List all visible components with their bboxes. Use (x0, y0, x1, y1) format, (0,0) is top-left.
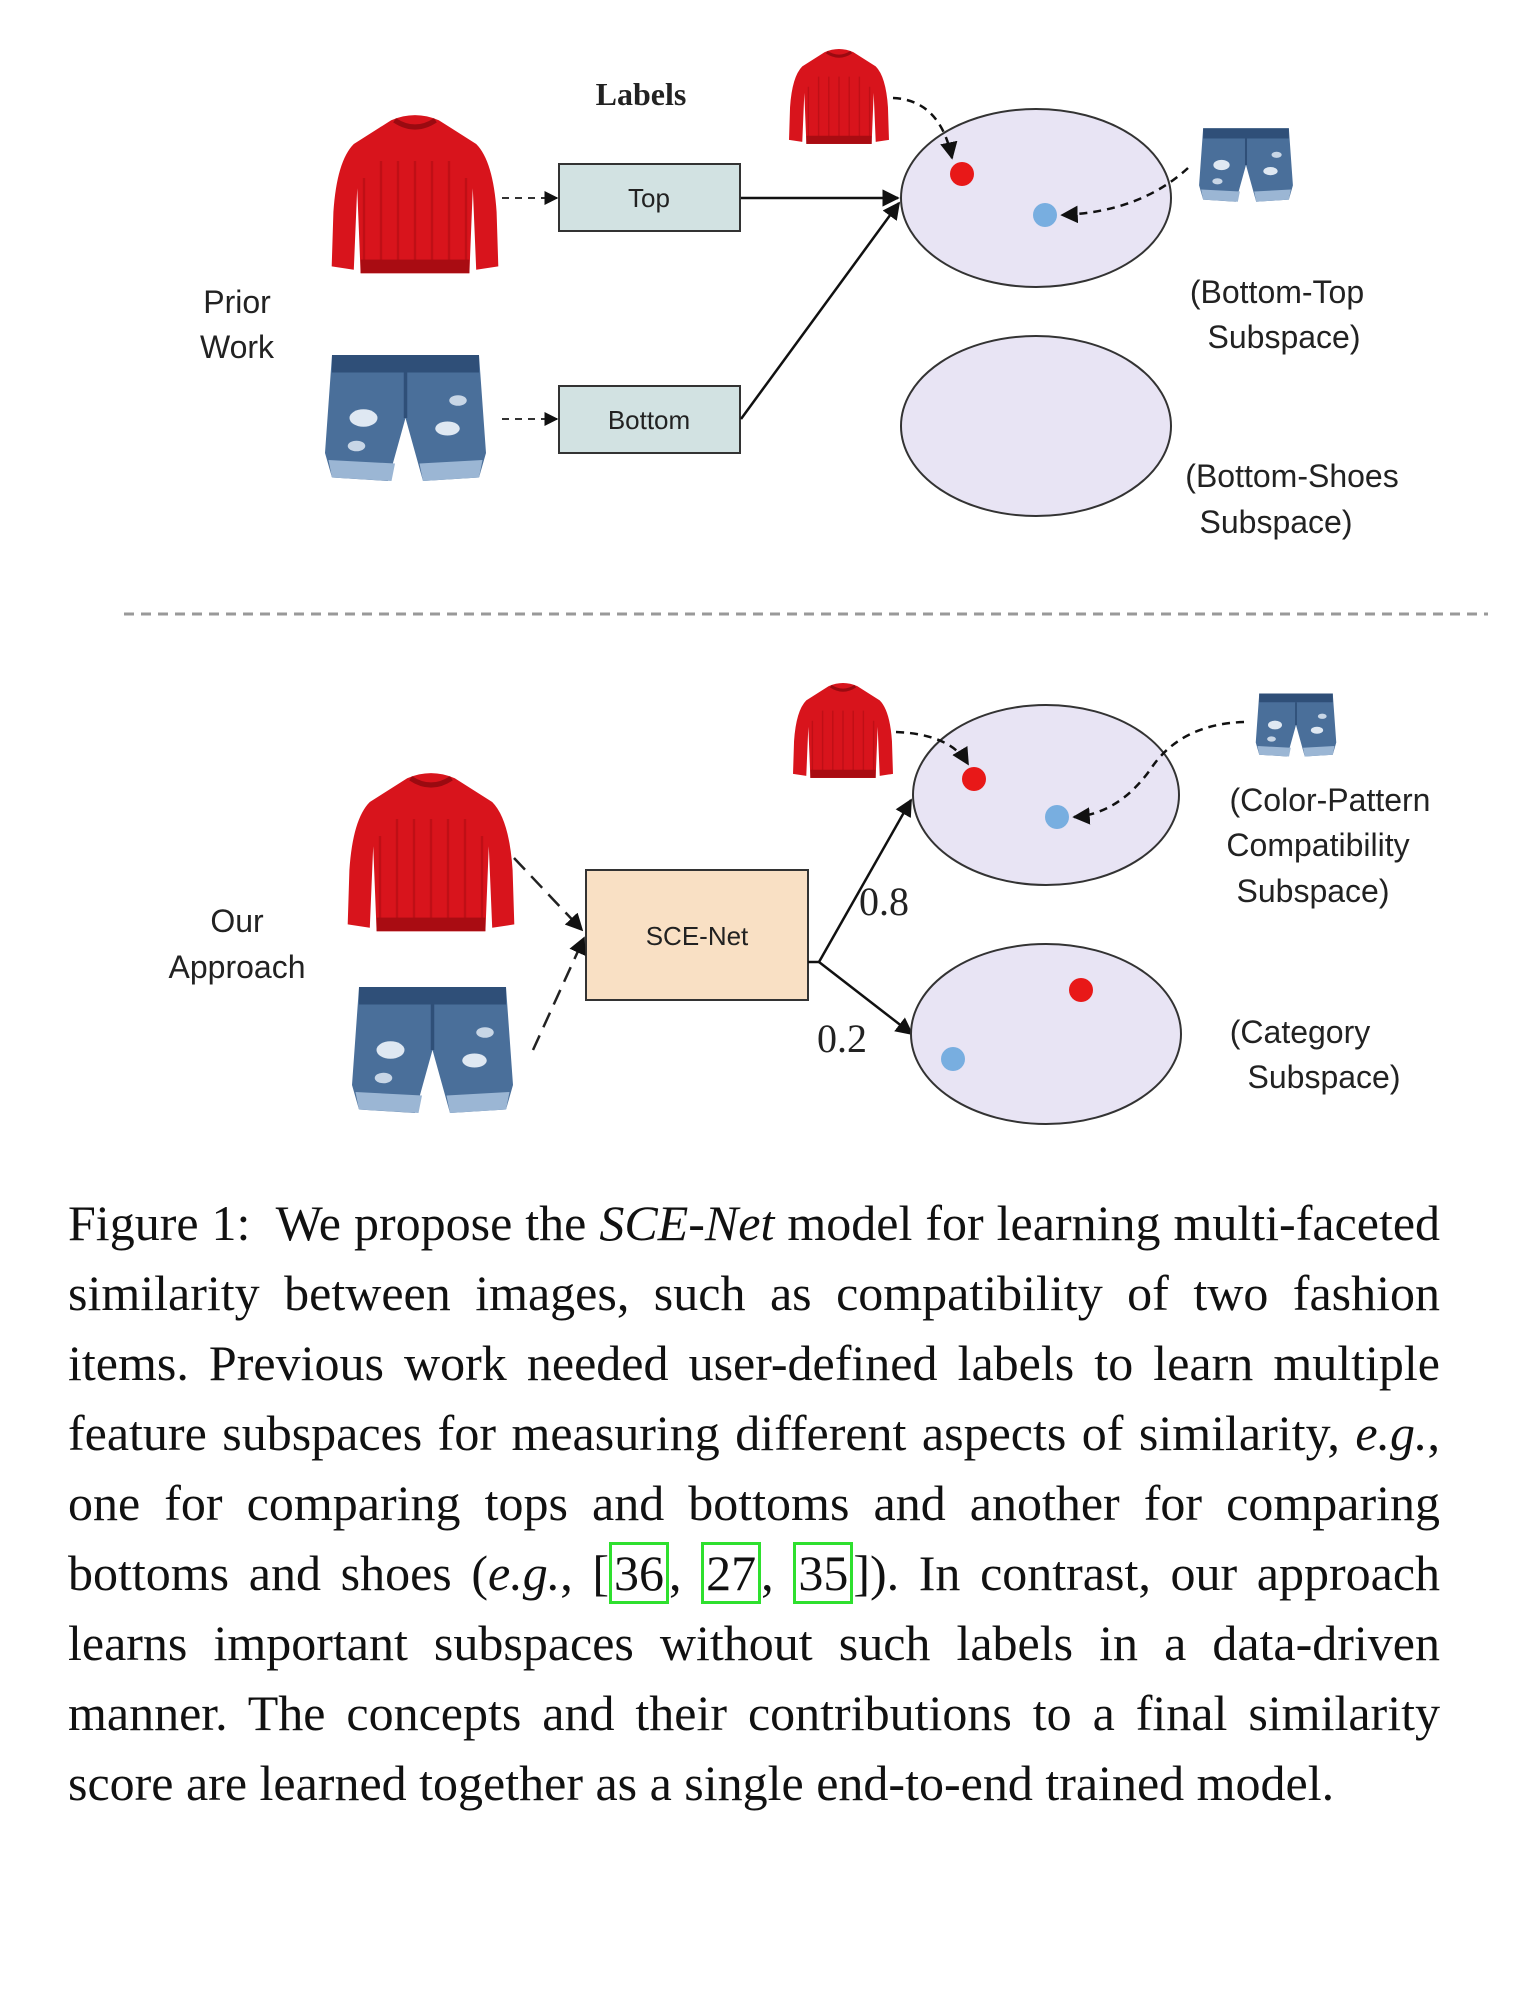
upper-weight-label: 0.8 (859, 879, 909, 924)
category-subspace-label-line2: Subspace) (1248, 1059, 1401, 1095)
caption-model-name: SCE-Net (599, 1195, 775, 1251)
shorts-to-scenet-arrow (531, 936, 586, 1051)
sweater-embedding-arrow-prior (892, 96, 958, 160)
caption-eg-1: e.g. (1355, 1405, 1428, 1461)
lower-weight-label: 0.2 (817, 1016, 867, 1061)
bottom-top-subspace-ellipse (900, 108, 1172, 288)
sce-net-box (585, 869, 809, 1001)
prior-work-label-line2: Work (200, 329, 275, 365)
shorts-thumbnail-prior (1198, 127, 1294, 203)
figure-diagram: Labels Prior Work Top Bottom (Bottom-Top… (124, 47, 1488, 1125)
top-label-box (558, 163, 741, 232)
our-approach-label-line2: Approach (169, 949, 306, 985)
bottom-shoes-subspace-ellipse (900, 335, 1172, 517)
citation-link-35[interactable]: 35 (793, 1542, 854, 1604)
shorts-embedding-arrow-ours (1072, 720, 1245, 825)
scenet-to-lower-subspace-arrow (818, 961, 914, 1036)
color-pattern-subspace-label-line2: Compatibility (1226, 827, 1409, 863)
shorts-embedding-arrow-prior (1060, 167, 1189, 224)
caption-text-2: , one for comparing tops and bottoms and… (68, 1405, 1441, 1601)
caption-figure-number: Figure 1: (68, 1195, 251, 1251)
top-label-text: Top (628, 183, 670, 213)
red-point-ours-lower (1069, 978, 1093, 1002)
our-approach-label-line1: Our (210, 903, 264, 939)
color-pattern-subspace-label-line1: (Color-Pattern (1230, 782, 1431, 818)
blue-point-ours-upper (1045, 805, 1069, 829)
citation-link-27[interactable]: 27 (701, 1542, 762, 1604)
color-pattern-subspace-ellipse (912, 704, 1180, 886)
sweater-thumbnail-ours (792, 681, 894, 780)
red-point-prior (950, 162, 974, 186)
caption-text-1: model for learning multi-faceted similar… (68, 1195, 1441, 1461)
sweater-thumbnail-prior (788, 47, 890, 146)
caption-text-3: , [ (560, 1545, 610, 1601)
blue-point-ours-lower (941, 1047, 965, 1071)
citation-link-36[interactable]: 36 (609, 1542, 670, 1604)
bottom-label-text: Bottom (608, 405, 690, 435)
bottom-shoes-subspace-label-line2: Subspace) (1200, 504, 1353, 540)
red-point-ours-upper (962, 767, 986, 791)
sweater-image-ours (348, 773, 515, 931)
shorts-image-prior (323, 353, 488, 483)
bottom-to-subspace-arrow (739, 201, 901, 420)
bottom-label-box (558, 385, 741, 454)
sweater-embedding-arrow-ours (895, 730, 970, 766)
bottom-shoes-subspace-label-line1: (Bottom-Shoes (1185, 458, 1398, 494)
category-subspace-label-line1: (Category (1230, 1014, 1371, 1050)
caption-eg-2: e.g. (488, 1545, 561, 1601)
blue-point-prior (1033, 203, 1057, 227)
sweater-image-prior (332, 115, 499, 273)
shorts-image-ours (350, 985, 515, 1115)
labels-heading: Labels (596, 76, 687, 112)
figure-caption: Figure 1: We propose the SCE-Net model f… (68, 1195, 1441, 1811)
bottom-top-subspace-label-line1: (Bottom-Top (1190, 274, 1364, 310)
color-pattern-subspace-label-line3: Subspace) (1237, 873, 1390, 909)
prior-work-label-line1: Prior (203, 284, 271, 320)
caption-text-4: ]). In contrast, our approach learns imp… (68, 1545, 1441, 1811)
sweater-to-scenet-arrow (513, 857, 584, 932)
caption-intro: We propose the (275, 1195, 587, 1251)
category-subspace-ellipse (910, 943, 1182, 1125)
bottom-top-subspace-label-line2: Subspace) (1208, 319, 1361, 355)
scenet-to-upper-subspace-arrow (817, 798, 913, 963)
shorts-thumbnail-ours (1254, 692, 1338, 758)
sce-net-box-label: SCE-Net (646, 921, 749, 951)
